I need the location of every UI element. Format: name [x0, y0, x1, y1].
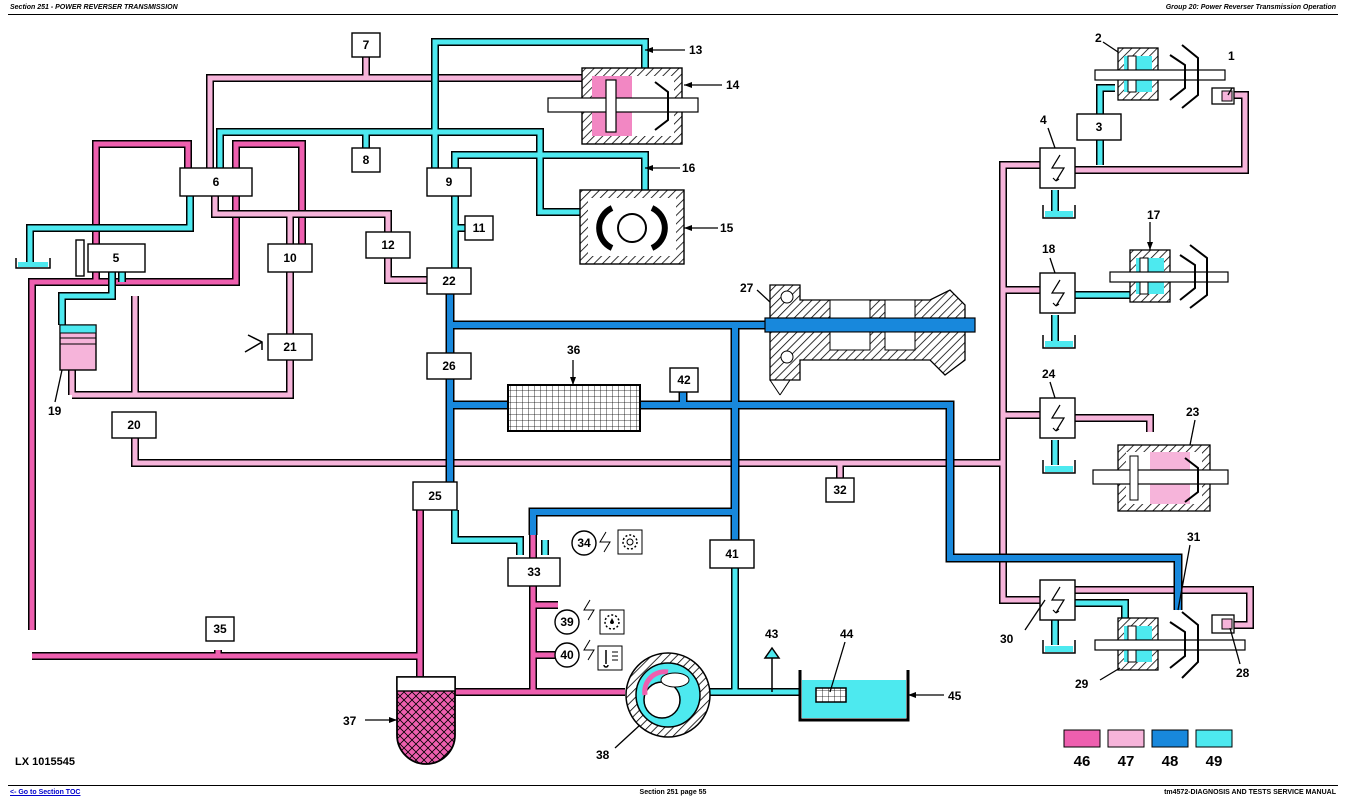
- clutch-23: [1092, 444, 1229, 512]
- reservoir-45: [798, 670, 910, 722]
- sensor-40-icon: [583, 639, 623, 671]
- solenoid-valves: [1039, 147, 1076, 621]
- label-43: 43: [765, 627, 779, 641]
- label-28: 28: [1236, 666, 1250, 680]
- label-35: 35: [213, 622, 227, 636]
- label-20: 20: [127, 418, 141, 432]
- brake-15: [579, 189, 685, 265]
- label-19: 19: [48, 404, 62, 418]
- header-divider: [8, 14, 1338, 15]
- label-36: 36: [567, 343, 581, 357]
- section-toc-link[interactable]: <- Go to Section TOC: [10, 789, 81, 796]
- label-10: 10: [283, 251, 297, 265]
- clutch-17: [1109, 244, 1229, 309]
- label-37: 37: [343, 714, 357, 728]
- label-3: 3: [1096, 120, 1103, 134]
- label-23: 23: [1186, 405, 1200, 419]
- figure-id: LX 1015545: [15, 756, 75, 768]
- legend-label-47: 47: [1118, 753, 1135, 770]
- label-22: 22: [442, 274, 456, 288]
- label-41: 41: [725, 547, 739, 561]
- leader-arrowheads: [389, 47, 1153, 723]
- label-31: 31: [1187, 530, 1201, 544]
- label-17: 17: [1147, 208, 1161, 222]
- label-39: 39: [560, 615, 574, 629]
- solenoid-24-icon: [1050, 404, 1066, 432]
- label-29: 29: [1075, 677, 1089, 691]
- sensor-39-icon: [583, 599, 625, 635]
- solenoid-4-icon: [1050, 154, 1066, 182]
- clutch-29: [1094, 611, 1246, 679]
- footer-manual-title: tm4572-DIAGNOSIS AND TESTS SERVICE MANUA…: [1164, 789, 1336, 796]
- legend-swatch-47: [1107, 729, 1145, 748]
- solenoid-30-icon: [1050, 586, 1066, 614]
- label-32: 32: [833, 483, 847, 497]
- switch-21-icon: [244, 334, 263, 353]
- component-boxes: [87, 32, 1122, 668]
- label-15: 15: [720, 221, 734, 235]
- legend-label-49: 49: [1206, 753, 1223, 770]
- label-42: 42: [677, 373, 691, 387]
- color-legend: 46 47 48 49: [1063, 729, 1233, 770]
- header-group-title: Group 20: Power Reverser Transmission Op…: [1165, 4, 1336, 11]
- filter-37: [396, 676, 456, 765]
- pump-38: [625, 652, 711, 738]
- label-38: 38: [596, 748, 610, 762]
- label-30: 30: [1000, 632, 1014, 646]
- label-8: 8: [363, 153, 370, 167]
- label-7: 7: [363, 38, 370, 52]
- label-11: 11: [473, 221, 486, 235]
- legend-swatch-46: [1063, 729, 1101, 748]
- valve-5-end-cap: [75, 239, 85, 277]
- component-labels: 7 8 6 9 11 12 22 26 5 10 21 20 25 33 41 …: [48, 31, 1250, 762]
- vent-43-icon: [763, 646, 781, 692]
- label-21: 21: [283, 340, 297, 354]
- legend-swatch-48: [1151, 729, 1189, 748]
- drain-cups: [15, 205, 1076, 654]
- label-18: 18: [1042, 242, 1056, 256]
- label-27: 27: [740, 281, 754, 295]
- label-26: 26: [442, 359, 456, 373]
- label-16: 16: [682, 161, 696, 175]
- label-14: 14: [726, 78, 740, 92]
- cooler-36: [507, 384, 641, 432]
- accumulator-19: [59, 324, 97, 371]
- footer-divider: [8, 785, 1338, 786]
- label-6: 6: [213, 175, 220, 189]
- header-section-title: Section 251 - POWER REVERSER TRANSMISSIO…: [10, 4, 178, 11]
- legend-swatch-49: [1195, 729, 1233, 748]
- label-45: 45: [948, 689, 962, 703]
- sensor-34-icon: [599, 529, 643, 555]
- label-1: 1: [1228, 49, 1235, 63]
- legend-label-48: 48: [1162, 753, 1179, 770]
- label-34: 34: [577, 536, 591, 550]
- clutch-14: [547, 67, 699, 145]
- label-24: 24: [1042, 367, 1056, 381]
- legend-label-46: 46: [1074, 753, 1091, 770]
- label-44: 44: [840, 627, 854, 641]
- label-13: 13: [689, 43, 703, 57]
- solenoid-18-icon: [1050, 279, 1066, 307]
- shaft-27: [764, 284, 976, 396]
- label-40: 40: [560, 648, 574, 662]
- label-9: 9: [446, 175, 453, 189]
- footer-page-number: Section 251 page 55: [639, 789, 707, 796]
- label-25: 25: [428, 489, 442, 503]
- label-4: 4: [1040, 113, 1047, 127]
- label-33: 33: [527, 565, 541, 579]
- label-5: 5: [113, 251, 120, 265]
- label-2: 2: [1095, 31, 1102, 45]
- clutch-2: [1094, 44, 1235, 109]
- label-12: 12: [381, 238, 395, 252]
